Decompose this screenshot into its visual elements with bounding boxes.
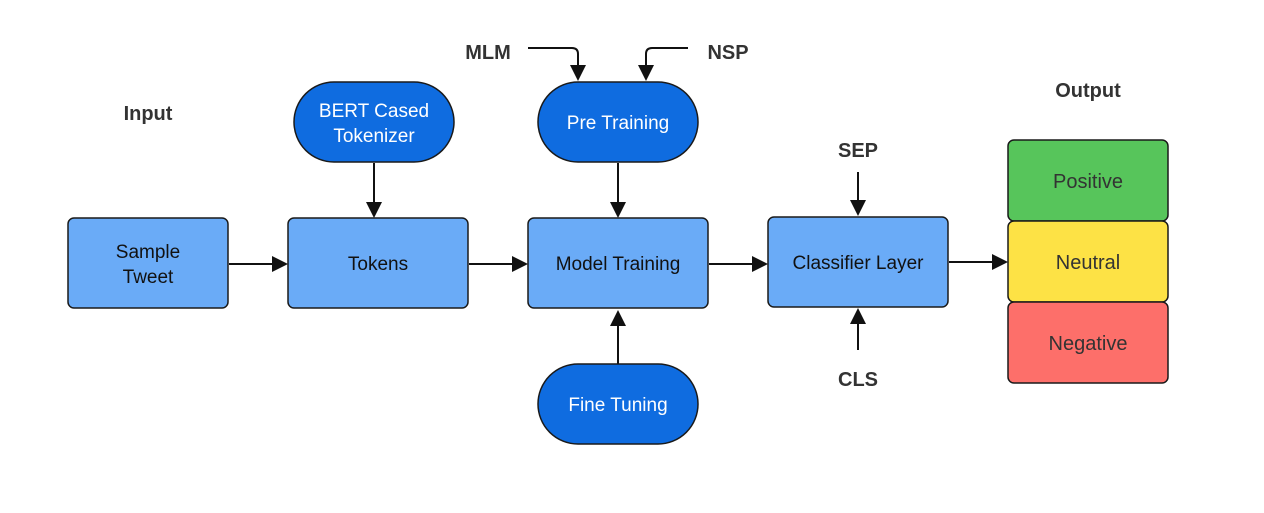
output-stack: Positive Neutral Negative [1007, 139, 1169, 384]
cls-label: CLS [838, 369, 878, 391]
arrowhead [272, 256, 288, 272]
node-classifier-layer: Classifier Layer [767, 216, 949, 308]
node-pre-training: Pre Training [537, 81, 699, 163]
arrowhead [638, 65, 654, 81]
node-model-training-box [527, 217, 709, 309]
output-positive-label: Positive [1053, 171, 1123, 193]
arrowhead [850, 308, 866, 324]
node-fine-tuning: Fine Tuning [537, 363, 699, 445]
arrowhead [610, 202, 626, 218]
arrowhead [512, 256, 528, 272]
node-tokenizer-pill [293, 81, 455, 163]
arrowhead [570, 65, 586, 81]
arrowhead [610, 310, 626, 326]
node-tokenizer: BERT Cased Tokenizer [293, 81, 455, 163]
node-sample-tweet-box [67, 217, 229, 309]
arrowhead [366, 202, 382, 218]
input-label: Input [124, 103, 173, 125]
nsp-label: NSP [707, 42, 748, 64]
node-sample-tweet-line2: Tweet [123, 267, 174, 288]
output-negative-box [1007, 301, 1169, 384]
sep-label: SEP [838, 140, 878, 162]
output-neutral-label: Neutral [1056, 252, 1120, 274]
node-pre-training-label: Pre Training [567, 113, 669, 134]
output-negative-label: Negative [1049, 333, 1128, 355]
node-model-training-label: Model Training [556, 254, 681, 275]
node-tokens-box [287, 217, 469, 309]
arrowhead [992, 254, 1008, 270]
node-sample-tweet: Sample Tweet [67, 217, 229, 309]
node-sample-tweet-line1: Sample [116, 242, 180, 263]
mlm-label: MLM [465, 42, 511, 64]
node-tokenizer-line1: BERT Cased [319, 101, 429, 122]
arrowhead [850, 200, 866, 216]
node-fine-tuning-pill [537, 363, 699, 445]
node-tokenizer-line2: Tokenizer [333, 126, 415, 147]
node-classifier-layer-label: Classifier Layer [793, 253, 925, 274]
edges [229, 47, 1008, 364]
edge-nsp-to-pretraining [645, 47, 688, 66]
node-classifier-layer-box [767, 216, 949, 308]
edge-mlm-to-pretraining [528, 47, 579, 66]
node-fine-tuning-label: Fine Tuning [568, 395, 667, 416]
arrowhead [752, 256, 768, 272]
node-model-training: Model Training [527, 217, 709, 309]
output-label: Output [1055, 80, 1121, 102]
node-tokens-label: Tokens [348, 254, 408, 275]
node-tokens: Tokens [287, 217, 469, 309]
node-pre-training-pill [537, 81, 699, 163]
